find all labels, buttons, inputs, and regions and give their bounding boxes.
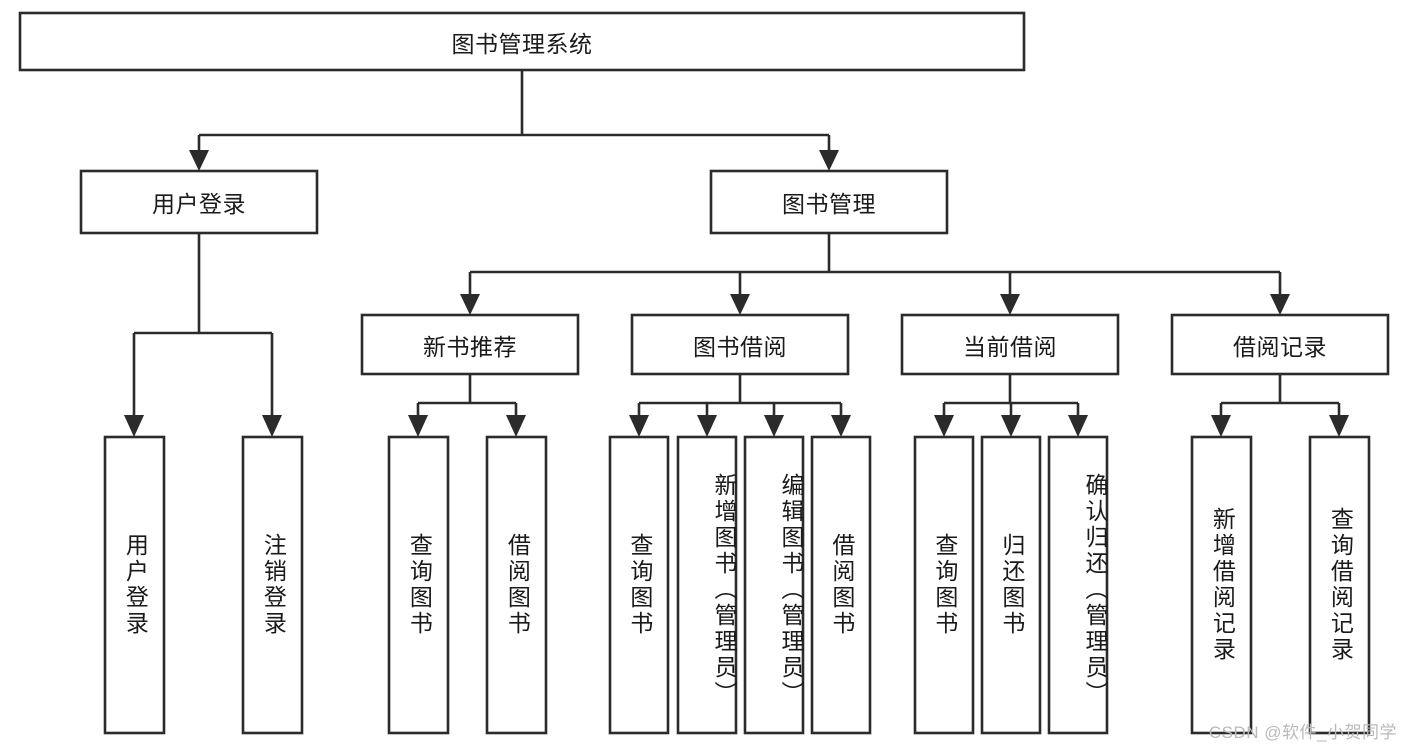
arrow-head-leaf-borrow-book-2 [831,415,851,437]
node-box-leaf-edit-book[interactable] [743,435,805,735]
arrow-head-current-borrow [1000,294,1020,315]
node-box-leaf-query-record[interactable] [1308,435,1371,735]
node-box-leaf-logout[interactable] [241,435,304,735]
connector-bookmanage-to-level3 [460,233,1290,315]
arrow-head-leaf-add-book [697,415,717,437]
node-box-leaf-confirm-return[interactable] [1047,435,1109,735]
connector-currentborrow-to-leaves [934,374,1088,437]
arrow-head-leaf-query-book-3 [934,415,954,437]
arrow-head-leaf-confirm-return [1068,415,1088,437]
connector-root-to-level2 [189,70,839,171]
node-box-book-manage[interactable] [709,169,949,235]
node-box-leaf-query-book-2[interactable] [608,435,670,735]
node-box-leaf-user-login[interactable] [103,435,166,735]
connector-userlogin-to-leaves [124,233,282,437]
arrow-head-leaf-edit-book [764,415,784,437]
arrow-head-leaf-query-record [1329,415,1349,437]
node-box-leaf-query-book-3[interactable] [913,435,975,735]
arrow-head-leaf-return-book [1001,415,1021,437]
node-box-user-login[interactable] [79,169,319,235]
node-box-borrow-record[interactable] [1170,313,1390,376]
node-box-root[interactable] [18,11,1026,72]
node-box-book-borrow[interactable] [630,313,850,376]
arrow-head-leaf-query-book-1 [408,415,428,437]
node-box-leaf-add-book[interactable] [676,435,738,735]
arrow-head-leaf-logout [262,415,282,437]
node-box-leaf-add-record[interactable] [1190,435,1253,735]
node-box-current-borrow[interactable] [900,313,1120,376]
arrow-head-borrow-record [1270,294,1290,315]
arrow-head-new-book-rec [460,294,480,315]
arrow-head-leaf-borrow-book-1 [506,415,526,437]
node-box-leaf-return-book[interactable] [980,435,1042,735]
arrow-head-leaf-add-record [1211,415,1231,437]
node-box-leaf-borrow-book-2[interactable] [810,435,872,735]
arrow-head-book-manage [819,150,839,171]
node-box-new-book-rec[interactable] [360,313,580,376]
node-box-leaf-borrow-book-1[interactable] [485,435,548,735]
connector-bookborrow-to-leaves [629,374,851,437]
node-box-leaf-query-book-1[interactable] [387,435,450,735]
arrow-head-leaf-query-book-2 [629,415,649,437]
connector-borrowrecord-to-leaves [1211,374,1349,437]
connector-newbookrec-to-leaves [408,374,526,437]
arrow-head-book-borrow [730,294,750,315]
arrow-head-user-login [189,150,209,171]
arrow-head-leaf-user-login [124,415,144,437]
